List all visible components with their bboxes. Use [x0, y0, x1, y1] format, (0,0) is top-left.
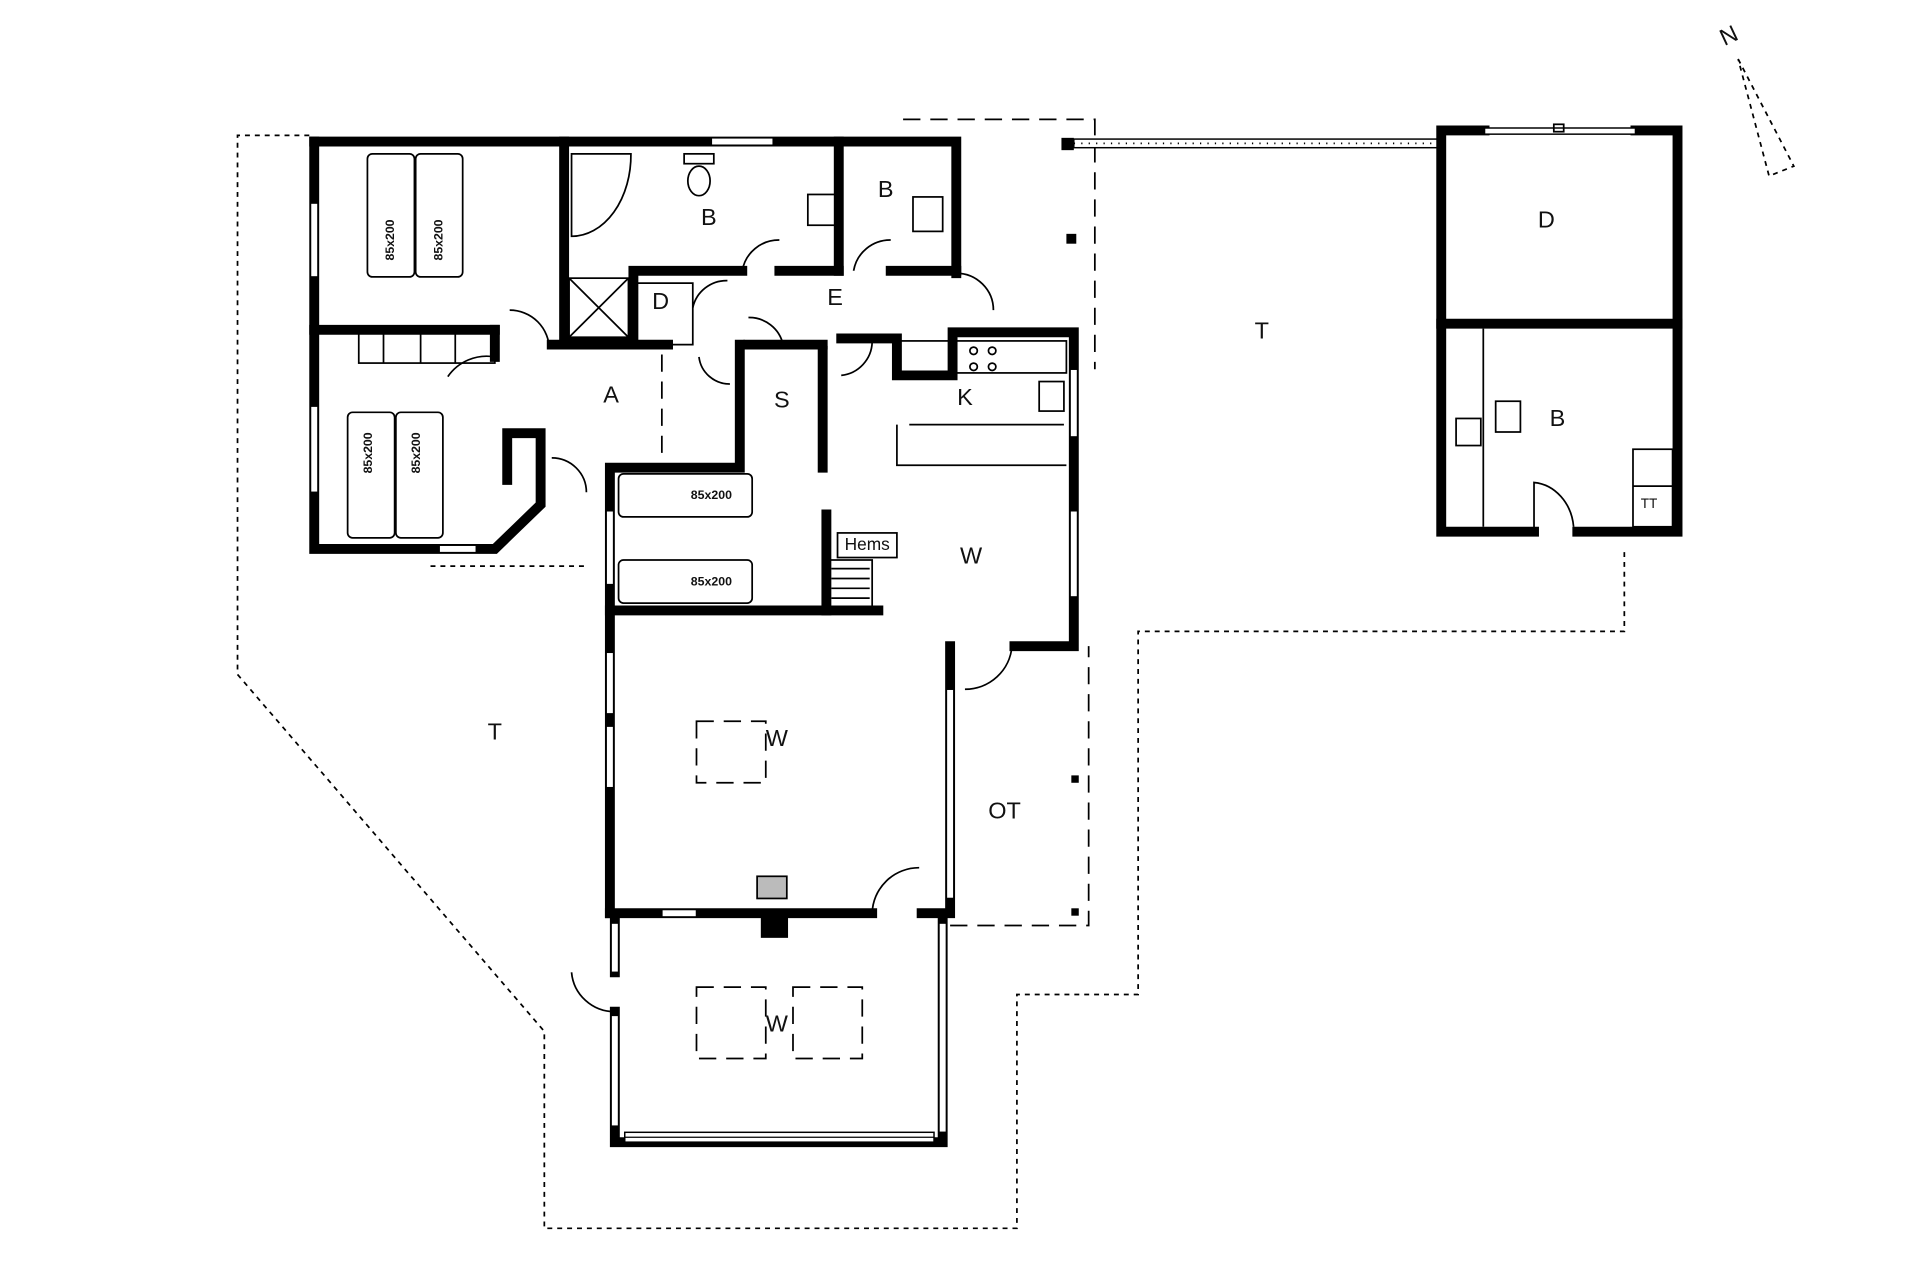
room-label-annex-depot: D	[1538, 207, 1555, 233]
room-label-kitchen: K	[957, 384, 973, 410]
room-label-covered-terrace: OT	[988, 798, 1021, 824]
room-label-hall: A	[603, 382, 619, 408]
fixtures	[357, 152, 1068, 1060]
room-label-annex-bathroom: B	[1550, 405, 1566, 431]
bed-size-label: 85x200	[691, 574, 732, 588]
room-label-storage: S	[774, 386, 790, 412]
compass-label: N	[1716, 20, 1742, 51]
bed-size-label: 85x200	[361, 432, 375, 473]
room-label-bathroom: B	[878, 176, 894, 202]
room-labels: B B D E A S K Hems W W W OT T T D B TT	[488, 176, 1658, 1036]
beds: 85x200 85x200 85x200 85x200 85x200 85x20…	[346, 152, 754, 604]
room-label-living: W	[766, 725, 789, 751]
main-house-walls	[309, 136, 1079, 1148]
room-label-entrance: E	[827, 284, 843, 310]
room-label-bathroom: B	[701, 204, 717, 230]
room-label-living: W	[766, 1010, 789, 1036]
room-label-depot: D	[652, 288, 669, 314]
bed-size-label: 85x200	[383, 219, 397, 260]
room-label-toilet: TT	[1641, 496, 1658, 511]
bed-size-label: 85x200	[431, 219, 445, 260]
room-label-loft: Hems	[845, 534, 891, 554]
bed-size-label: 85x200	[409, 432, 423, 473]
annex-walls	[1436, 123, 1683, 537]
windows	[309, 137, 1079, 1143]
deck-rail	[1061, 137, 1439, 151]
room-label-living: W	[960, 543, 983, 569]
terrace-outline	[236, 118, 1626, 1230]
north-arrow-icon: N	[1716, 20, 1796, 178]
bed-size-label: 85x200	[691, 488, 732, 502]
room-label-terrace: T	[488, 719, 502, 745]
room-label-terrace: T	[1255, 318, 1269, 344]
doors	[447, 239, 1013, 1013]
